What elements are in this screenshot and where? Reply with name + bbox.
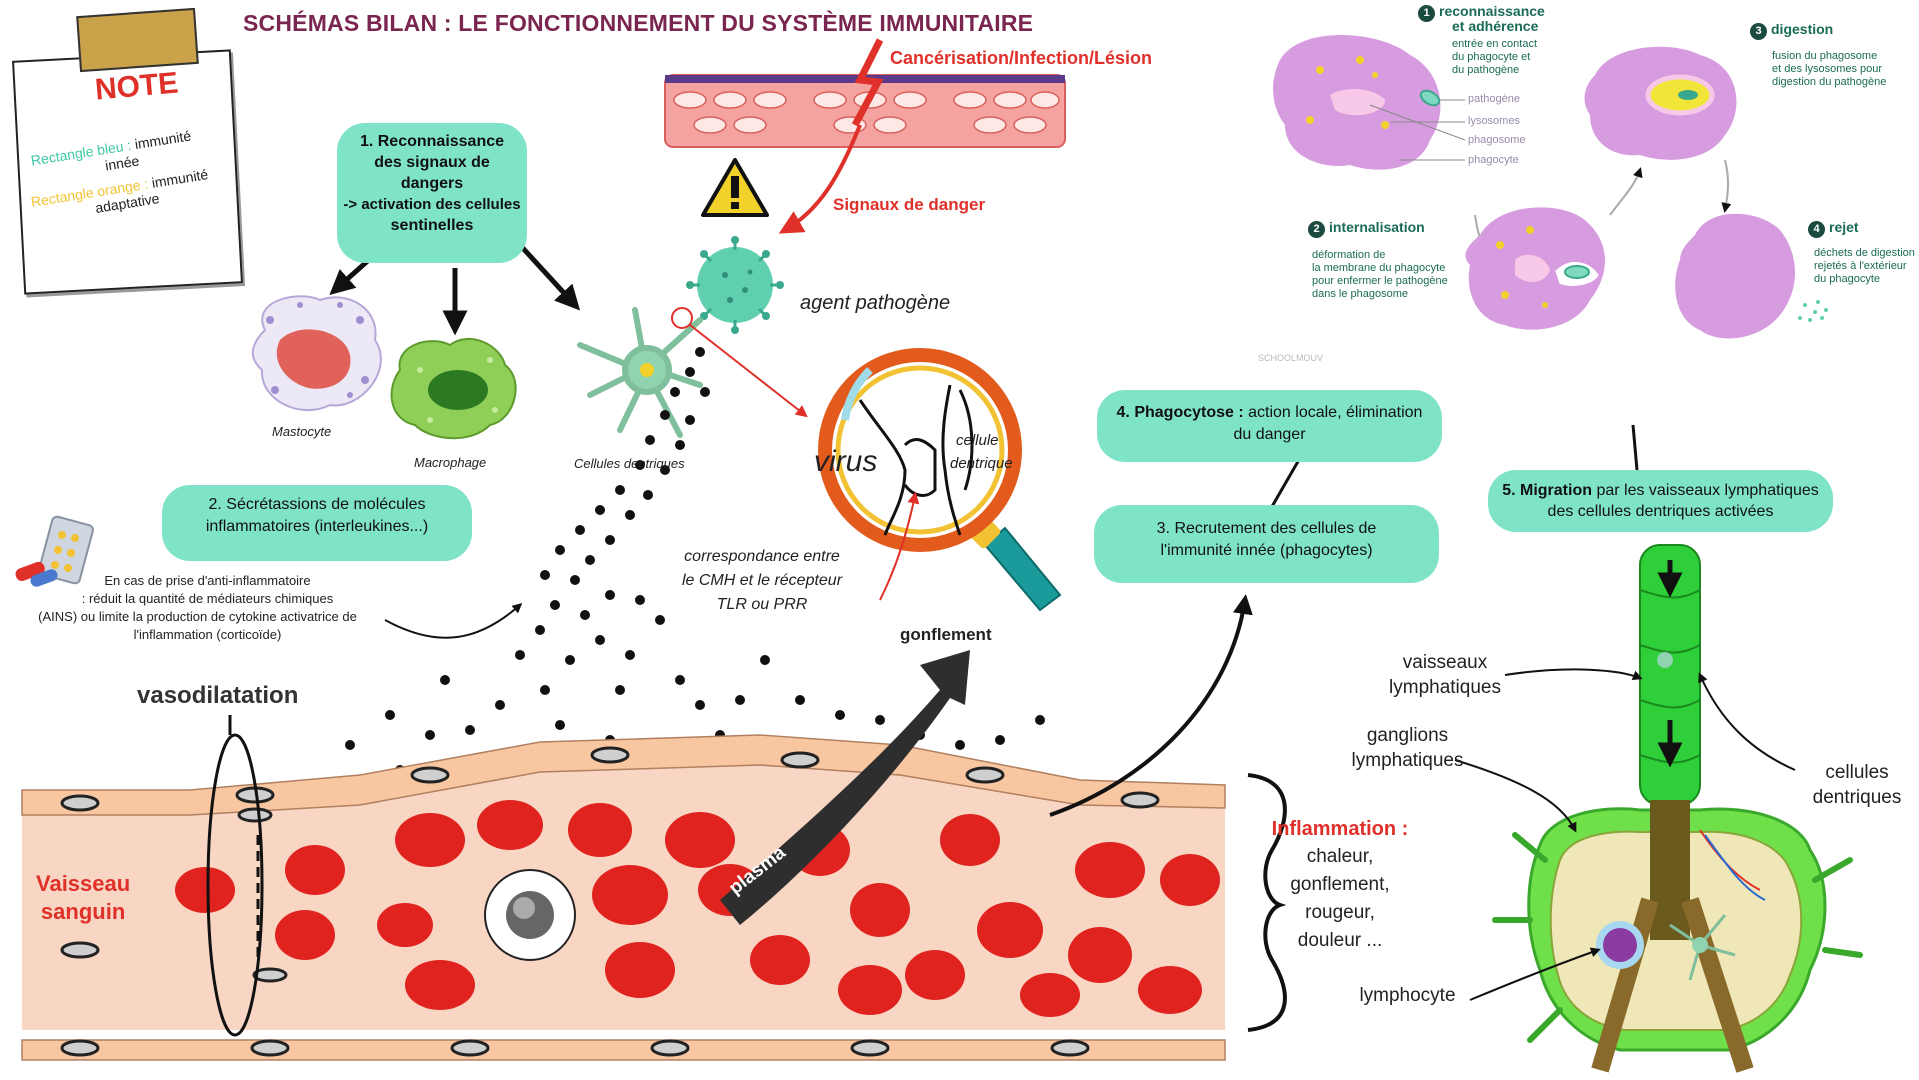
plasma-arrow [720,650,970,925]
step3-pill: 3. Recrutement des cellules de l'immunit… [1094,505,1439,583]
magnifier-cell-label-1: cellule [956,432,999,449]
legend-pathogene: pathogène [1468,93,1520,105]
cmh-text: correspondance entre le CMH et le récept… [672,545,852,617]
phago-step2-number: 2 [1308,221,1325,238]
inflammation-l2: gonflement, [1290,874,1390,895]
magnifier-cell-label-2: dentrique [950,455,1013,472]
phago-step3-desc: fusion du phagosome et des lysosomes pou… [1772,50,1887,88]
mastocyte-label: Mastocyte [272,424,332,439]
page-title: SCHÉMAS BILAN : LE FONCTIONNEMENT DU SYS… [243,10,1034,36]
cmh-line3: TLR ou PRR [716,596,808,613]
step1-pill: 1. Reconnaissance des signaux de dangers… [337,123,527,263]
drug-note-line2: : réduit la quantité de médiateurs chimi… [81,591,334,606]
macrophage-label: Macrophage [414,455,487,470]
lymph-ganglions-label: ganglions lymphatiques [1351,725,1464,771]
step4-pill: 4. Phagocytose : action locale, éliminat… [1097,390,1442,462]
inflammation-l3: rougeur, [1305,902,1375,923]
vessel-label: Vaisseau sanguin [36,870,130,926]
vessel-line2: sanguin [40,899,126,924]
phago-step4-desc: déchets de digestion rejetés à l'extérie… [1814,247,1915,285]
phago-step1-desc: entrée en contact du phagocyte et du pat… [1452,38,1538,76]
danger-signals-label: Signaux de danger [833,195,986,214]
step3-line1: 3. Recrutement des cellules de [1156,520,1377,537]
magnifier-virus-label: virus [814,445,878,478]
pathogen-virus [686,236,784,334]
lymph-dendritic-label: cellules dentriques [1812,762,1902,808]
dendritic-label: Cellules dentriques [574,456,685,471]
legend-lysosomes: lysosomes [1468,115,1520,127]
step1-line1: 1. Reconnaissance [359,133,505,150]
warning-icon [701,158,769,217]
step5-rest: par les vaisseaux lymphatiques [1592,482,1819,499]
step5-pill: 5. Migration par les vaisseaux lymphatiq… [1488,470,1833,532]
schoolmouv-watermark: SCHOOLMOUV [1258,353,1324,363]
drug-note: En cas de prise d'anti-inflammatoire : r… [30,572,385,644]
lymphocyte-label: lymphocyte [1359,985,1456,1006]
step1-line5: sentinelles [390,217,474,234]
blood-vessel [21,715,1226,1061]
phago-step1-title-2: et adhérence [1452,18,1539,34]
vessel-line1: Vaisseau [36,871,131,896]
step5-line2: des cellules dentriques activées [1547,503,1774,520]
step4-rest: action locale, élimination [1243,404,1423,421]
step3-line2: l'immunité innée (phagocytes) [1160,542,1373,559]
phagocytosis-diagram [1273,35,1828,339]
step2-pill: 2. Sécrétassions de molécules inflammato… [162,485,472,561]
phago-step1-number: 1 [1418,5,1435,22]
pathogen-label: agent pathogène [800,292,951,314]
vasodilatation-label: vasodilatation [137,682,299,709]
step5-bold: 5. Migration [1502,482,1592,499]
cmh-line1: correspondance entre [684,548,840,565]
lymph-node-diagram [1454,424,1863,1073]
tissue-strip [664,38,1066,148]
step4-bold: 4. Phagocytose : [1116,404,1244,421]
phago-step3-number: 3 [1750,23,1767,40]
swelling-label: gonflement [900,625,992,644]
danger-source-label: Cancérisation/Infection/Lésion [890,48,1153,68]
legend-phagosome: phagosome [1468,134,1526,146]
inflammation-title: Inflammation : [1271,818,1409,840]
inflammation-l4: douleur ... [1297,930,1383,951]
step1-line4: -> activation des cellules [343,196,521,213]
step1-line3: dangers [400,175,464,192]
mastocyte-cell [251,295,382,411]
inflammation-block: Inflammation : chaleur, gonflement, roug… [1265,815,1415,955]
inflammation-l1: chaleur, [1306,846,1374,867]
drug-note-line4: l'inflammation (corticoïde) [133,627,282,642]
drug-note-line1: En cas de prise d'anti-inflammatoire [104,573,311,588]
phago-step2-desc: déformation de la membrane du phagocyte … [1312,249,1448,300]
legend-phagocyte: phagocyte [1468,154,1519,166]
leukocyte [484,869,576,961]
magnifier-icon [818,348,1062,612]
step1-line2: des signaux de [374,154,490,171]
phago-step4-number: 4 [1808,221,1825,238]
lymph-vessels-label: vaisseaux lymphatiques [1389,652,1501,698]
step4-line2: du danger [1233,426,1306,443]
cmh-line2: le CMH et le récepteur [681,572,843,589]
step2-line1: 2. Sécrétassions de molécules [208,496,426,513]
drug-icon [15,515,94,587]
macrophage-cell [390,338,517,440]
step2-line2: inflammatoires (interleukines...) [205,518,429,535]
drug-note-line3: (AINS) ou limite la production de cytoki… [38,609,357,624]
